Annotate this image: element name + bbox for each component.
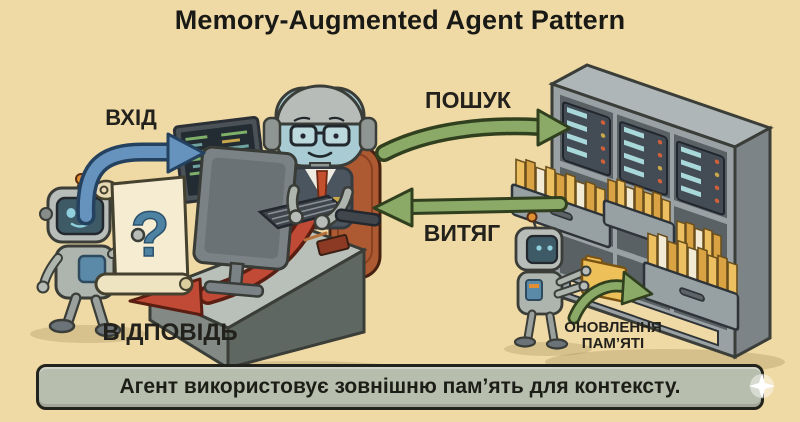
page-title: Memory-Augmented Agent Pattern <box>174 5 626 35</box>
worker-robot <box>513 211 628 350</box>
robot-face-screen <box>525 234 559 265</box>
front-monitor-back <box>192 145 298 298</box>
retrieval-label: ВИТЯГ <box>423 220 501 246</box>
search-arrow <box>375 108 572 162</box>
robot-dome <box>275 84 365 126</box>
chest-panel <box>525 279 543 301</box>
response-label: ВІДПОВІДЬ <box>102 319 238 346</box>
headphone-right-icon <box>358 116 378 152</box>
antenna-ball-icon <box>526 211 538 223</box>
left-robot <box>36 173 140 338</box>
input-label: ВХІД <box>105 105 157 130</box>
open-drawer <box>642 232 740 331</box>
retrieval-arrow <box>372 187 568 228</box>
question-scroll: ? <box>92 175 194 296</box>
monitors <box>172 115 298 298</box>
sparkle-icon <box>749 373 775 399</box>
input-arrow <box>76 132 206 226</box>
agent-arms <box>286 184 382 231</box>
caption-bar: Агент використовує зовнішню пам’ять для … <box>36 364 764 410</box>
notebook-icon <box>316 234 350 256</box>
headphone-left-icon <box>262 116 282 152</box>
caption-text: Агент використовує зовнішню пам’ять для … <box>119 375 681 398</box>
robot-hand <box>130 227 146 243</box>
search-label: ПОШУК <box>425 87 511 113</box>
memory-update-label-line2: ПАМ’ЯТІ <box>581 335 645 352</box>
server-lights <box>567 107 720 204</box>
armrest <box>334 208 382 227</box>
memory-update-label: ОНОВЛЕННЯ ПАМ’ЯТІ <box>564 320 662 352</box>
desk-items <box>303 231 350 256</box>
memory-update-arrow <box>567 270 654 325</box>
pen-icon <box>303 231 328 242</box>
memory-update-label-line1: ОНОВЛЕННЯ <box>564 319 662 336</box>
